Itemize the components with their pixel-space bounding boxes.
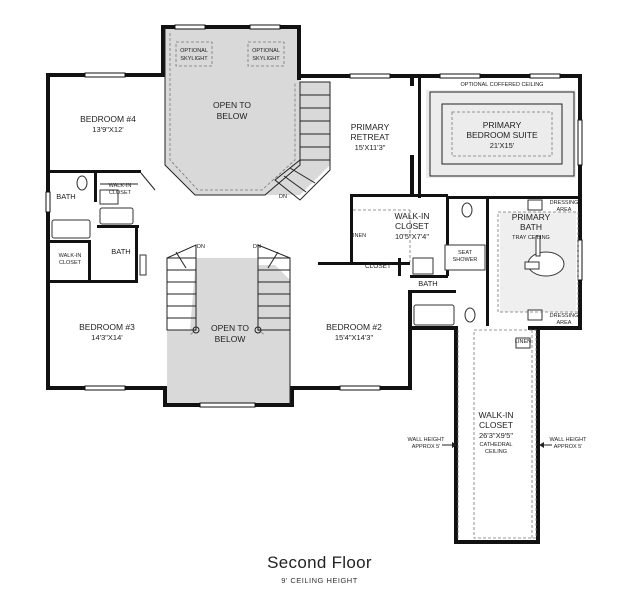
wall-height-left-line2: APPROX 5' (412, 444, 441, 450)
coffered-ceiling-label: OPTIONAL COFFERED CEILING (461, 82, 544, 88)
vanity-bedroom2 (412, 257, 434, 275)
bedroom2-name: BEDROOM #2 (326, 322, 382, 332)
dressing-area-lower-line2: AREA (557, 320, 572, 326)
skylight-left (175, 41, 213, 67)
skylights (175, 41, 285, 67)
walkin-closet-primary-line2: CLOSET (395, 221, 429, 231)
walkin-closet-b4-line2: CLOSET (109, 190, 132, 196)
bedroom2-dims: 15'4"X14'3" (335, 333, 374, 342)
stair-lower-right (254, 244, 291, 334)
bedroom3-name: BEDROOM #3 (79, 322, 135, 332)
skylight-1-label-line2: SKYLIGHT (180, 56, 208, 62)
wall-height-right-line2: APPROX 5' (554, 444, 583, 450)
walkin-closet-b4-line1: WALK-IN (109, 183, 132, 189)
wall-height-right-line1: WALL HEIGHT (550, 437, 588, 443)
walkin-closet-b3-line1: WALK-IN (59, 253, 82, 259)
bathtub-bedroom2 (413, 304, 455, 326)
skylight-2-label-line2: SKYLIGHT (252, 56, 280, 62)
bedroom4-dims: 13'9"X12' (92, 125, 124, 134)
wall-height-left-line1: WALL HEIGHT (408, 437, 446, 443)
closet-shelving (100, 183, 533, 540)
stair-upper (274, 81, 331, 201)
fixtures (51, 175, 565, 349)
open-bottom-label-line1: OPEN TO (211, 323, 249, 333)
vanity-dressing-upper (527, 199, 543, 211)
primary-bath-name-line1: PRIMARY (512, 212, 551, 222)
floor-subtitle: 9' CEILING HEIGHT (281, 576, 358, 585)
walkin-closet-b3-line2: CLOSET (59, 260, 82, 266)
dressing-area-upper-line1: DRESSING (550, 200, 579, 206)
stairs (166, 81, 331, 334)
linen-shelf (515, 337, 531, 349)
primary-retreat-dims: 15'X11'3" (355, 143, 386, 152)
mirror-bath (535, 235, 541, 257)
vanity-hall (99, 189, 119, 205)
dressing-area-lower-line1: DRESSING (550, 313, 579, 319)
walkin-closet-large-line1: WALK-IN (478, 410, 513, 420)
linen-label-left: LINEN (350, 233, 366, 239)
open-top-label-line2: BELOW (217, 111, 248, 121)
closet-label: CLOSET (365, 263, 391, 270)
dn-left-label: DN (197, 244, 205, 250)
bath-label-bedroom2: BATH (418, 279, 437, 288)
bedroom3-dims: 14'3"X14' (91, 333, 123, 342)
skylight-1-label-line1: OPTIONAL (180, 48, 208, 54)
vanity-dressing-lower (527, 309, 543, 321)
stair-lower-left (166, 244, 200, 334)
toilet-bedroom2 (464, 307, 476, 323)
open-bottom-label-line2: BELOW (215, 334, 246, 344)
bath-label-hall: BATH (111, 247, 130, 256)
interior-walls (46, 78, 578, 326)
primary-retreat-name-line2: RETREAT (350, 132, 389, 142)
toilet-primary (461, 202, 473, 218)
primary-suite-name-line2: BEDROOM SUITE (466, 130, 538, 140)
floor-title: Second Floor (267, 553, 372, 572)
walkin-closet-primary-line1: WALK-IN (394, 211, 429, 221)
bedroom4-name: BEDROOM #4 (80, 114, 136, 124)
coffered-area-shading (426, 90, 576, 178)
open-top-label-line1: OPEN TO (213, 100, 251, 110)
dn-upper-label: DN (279, 194, 287, 200)
primary-suite-name-line1: PRIMARY (483, 120, 522, 130)
walkin-closet-primary-dims: 10'5"X7'4" (395, 232, 429, 241)
cathedral-ceiling-line2: CEILING (485, 449, 507, 455)
seat-shower-line1: SEAT (458, 250, 473, 256)
bath-label-bedroom4: BATH (56, 192, 75, 201)
skylight-right (247, 41, 285, 67)
dn-right-label: DN (253, 244, 261, 250)
toilet-hall (76, 175, 88, 191)
windows (45, 24, 583, 408)
wall-height-arrows (442, 442, 552, 448)
dressing-area-upper-line2: AREA (557, 207, 572, 213)
ceiling-outlines (429, 91, 579, 539)
bathtub-left (51, 219, 91, 239)
cathedral-ceiling-line1: CATHEDRAL (480, 442, 513, 448)
primary-suite-dims: 21'X15' (490, 141, 515, 150)
seat-shower-line2: SHOWER (453, 257, 478, 263)
sink-hall (139, 254, 147, 276)
open-to-below-shading (165, 28, 576, 405)
primary-bath-name-line2: BATH (520, 222, 542, 232)
primary-bath-note: TRAY CEILING (512, 235, 550, 241)
bathtub-hall (99, 207, 134, 225)
walkin-closet-large-dims: 26'3"X9'5" (479, 431, 513, 440)
tub-deck (524, 261, 540, 270)
seat-shower (444, 244, 486, 271)
room-labels: OPTIONAL SKYLIGHT OPTIONAL SKYLIGHT OPEN… (56, 48, 587, 455)
walkin-closet-large-line2: CLOSET (479, 420, 513, 430)
linen-label-right: LINEN (515, 339, 531, 345)
skylight-2-label-line1: OPTIONAL (252, 48, 280, 54)
primary-retreat-name-line1: PRIMARY (351, 122, 390, 132)
